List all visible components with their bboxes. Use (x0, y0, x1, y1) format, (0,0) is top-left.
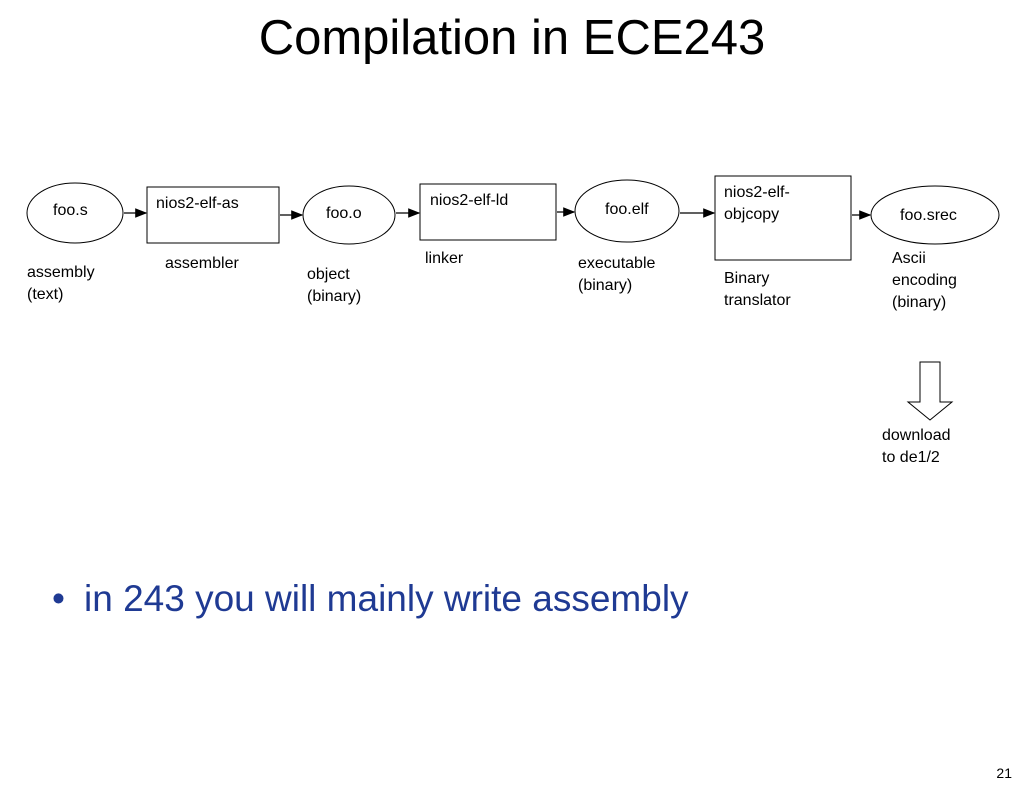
caption-object: object (binary) (307, 266, 362, 305)
file-node-foo-s (26, 182, 124, 244)
caption-assembly: assembly (text) (27, 264, 95, 303)
tool-label-linker: nios2-elf-ld (430, 192, 509, 209)
caption-ascii-encoding: Ascii encoding (binary) (892, 250, 957, 311)
caption-linker: linker (425, 250, 464, 267)
slide-title: Compilation in ECE243 (258, 11, 766, 65)
file-label-foo-elf: foo.elf (605, 201, 649, 218)
caption-download: download to de1/2 (882, 427, 951, 466)
bullet-item: • in 243 you will mainly write assembly (52, 576, 689, 622)
file-label-foo-srec: foo.srec (900, 207, 957, 224)
caption-assembler: assembler (165, 255, 239, 272)
caption-executable: executable (binary) (578, 255, 656, 294)
tool-label-assembler: nios2-elf-as (156, 195, 239, 212)
bullet-text: in 243 you will mainly write assembly (84, 578, 689, 619)
tool-box-objcopy (714, 175, 852, 261)
file-label-foo-s: foo.s (53, 202, 88, 219)
caption-binary-translator: Binary translator (724, 270, 791, 309)
bullet-dot-icon: • (52, 578, 65, 619)
download-down-arrow (906, 361, 954, 421)
tool-box-linker (419, 183, 557, 241)
page-number: 21 (996, 765, 1012, 781)
file-label-foo-o: foo.o (326, 205, 362, 222)
tool-label-objcopy: nios2-elf- objcopy (724, 184, 790, 223)
